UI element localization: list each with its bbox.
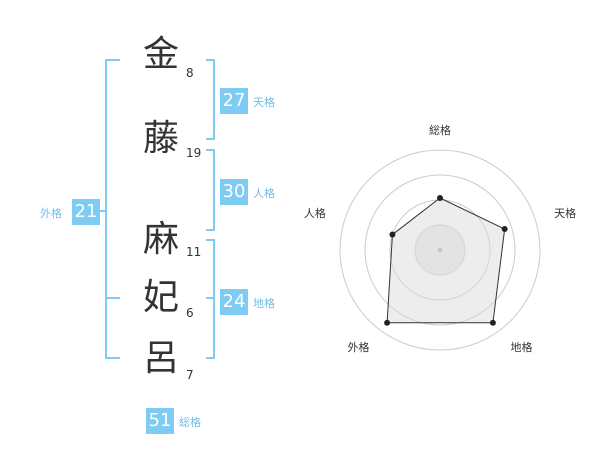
soukaku-label: 総格: [179, 416, 201, 429]
name-char-2: 藤: [142, 118, 179, 159]
name-char-1: 金: [142, 34, 179, 75]
stroke-count-4: 6: [186, 306, 194, 320]
stroke-count-3: 11: [186, 245, 202, 259]
radar-ring: [364, 174, 516, 326]
radar-axis-label-5: 人格: [304, 206, 326, 220]
bracket-lines: [92, 59, 215, 359]
stroke-count-1: 8: [186, 66, 194, 80]
stroke-count-2: 19: [186, 146, 202, 160]
radar-point-4: [384, 319, 391, 326]
name-char-3: 麻: [142, 219, 179, 260]
jinkaku-bracket: [206, 149, 215, 231]
gaikaku-bracket: [105, 59, 120, 359]
jinkaku-label: 人格: [253, 187, 275, 200]
tenkaku-bracket: [206, 59, 215, 140]
gaikaku-label: 外格: [40, 207, 62, 220]
soukaku-score: 51: [146, 408, 174, 434]
radar-point-3: [489, 319, 496, 326]
radar-area: [386, 197, 506, 324]
chikaku-score: 24: [220, 289, 248, 315]
name-char-4: 妃: [142, 277, 179, 318]
radar-point-5: [389, 231, 396, 238]
radar-ring: [339, 149, 541, 351]
chikaku-label: 地格: [253, 297, 275, 310]
radar-axis-label-4: 外格: [347, 340, 369, 354]
radar-axis-label-1: 総格: [429, 123, 451, 137]
radar-point-1: [437, 195, 443, 201]
radar-axis-label-3: 地格: [511, 340, 533, 354]
radar-chart: 総格天格地格 外格 人格: [300, 100, 600, 400]
tenkaku-label: 天格: [253, 96, 275, 109]
jinkaku-score: 30: [220, 179, 248, 205]
stroke-count-5: 7: [186, 368, 194, 382]
tenkaku-score: 27: [220, 88, 248, 114]
radar-center: [437, 247, 443, 253]
radar-axis-label-2: 天格: [554, 206, 576, 220]
name-char-5: 呂: [142, 338, 179, 379]
radar-point-2: [501, 225, 508, 232]
gaikaku-score: 21: [72, 199, 100, 225]
